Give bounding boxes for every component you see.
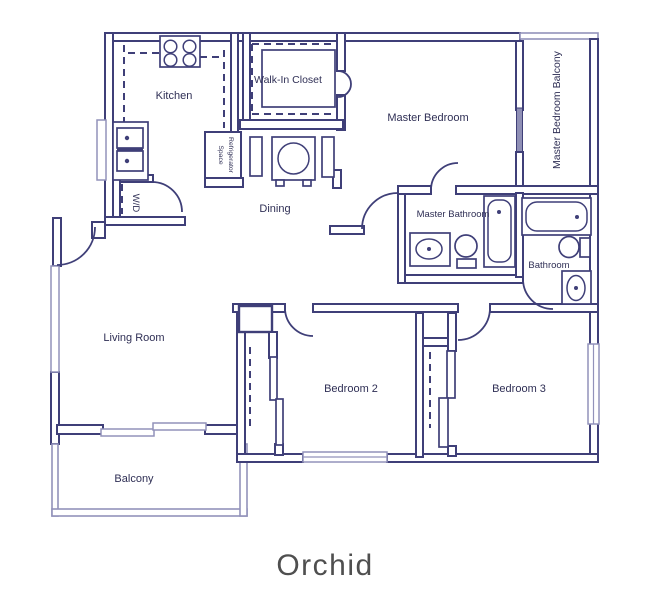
wall-segment [515,40,524,111]
wall-segment [236,453,304,463]
wall-segment [447,445,457,457]
balcony-slider-panel [152,422,207,431]
wall-segment [56,424,104,435]
wall-segment [112,174,121,223]
wall-segment [51,508,248,517]
doors [56,70,554,341]
plan-title: Orchid [276,549,373,582]
wall-segment [51,443,59,517]
wall-segment [336,32,346,72]
wall-segment [404,274,524,284]
master-bath-vanity [409,232,451,267]
wall-segment [515,151,524,189]
balcony-slider-door [516,107,523,155]
wall-segment [447,312,457,352]
master-bath-toilet [454,234,478,269]
living-room-label: Living Room [103,332,164,344]
wall-segment [329,225,365,235]
dashed-lines [121,43,431,430]
entry-door-leaf [52,217,62,267]
kitchen-window [96,119,107,181]
windows [50,119,600,463]
bedroom3-label: Bedroom 3 [492,383,546,395]
stove [159,35,201,68]
bedroom3-closet-doors [438,350,456,448]
room-labels: Kitchen Walk-In Closet Master Bedroom Ma… [103,50,569,485]
wall-segment [415,312,424,458]
walls [50,32,599,517]
living-room-window [50,265,60,373]
bedroom2-label: Bedroom 2 [324,383,378,395]
wall-segment [397,185,432,195]
hall-cabinet [237,304,274,334]
wall-segment [268,331,278,359]
wall-segment [312,303,459,313]
master-bathroom-label: Master Bathroom [417,209,490,220]
wall-segment [230,32,239,133]
master-bedroom-balcony-label: Master Bedroom Balcony [551,50,563,169]
dining-label: Dining [259,203,290,215]
bedroom3-door-arc [457,307,491,341]
refrigerator-space-box [204,131,242,179]
dining-table [249,136,335,187]
walk-in-closet-door-arc [337,70,352,98]
bedroom2-door-arc [284,307,314,337]
wd-door-arc [151,181,183,213]
master-bathroom-door-arc [430,162,459,191]
refrigerator-label-line1: Refrigerator [227,137,234,174]
wall-segment [397,193,406,284]
balcony-slider-panel [100,428,155,437]
wall-segment [104,216,186,226]
master-bedroom-door-arc [361,192,399,230]
balcony-label: Balcony [114,473,154,485]
walk-in-closet-shelf [261,49,336,108]
entry-door-arc [56,226,96,266]
bath-sink [561,270,592,305]
wall-segment [242,32,251,129]
refrigerator-label-line2: Space [217,145,224,164]
bath-toilet [558,235,591,259]
wall-segment [239,119,344,130]
wall-segment [455,185,599,195]
master-bedroom-label: Master Bedroom [387,112,468,124]
wall-segment [204,177,244,188]
bathroom-door-arc [522,278,554,310]
kitchen-sink [112,121,149,181]
bathroom-label: Bathroom [528,260,569,271]
walk-in-closet-label: Walk-In Closet [254,74,322,86]
wd-label: W/D [130,194,141,213]
wall-segment [519,32,599,40]
wall-segment [422,337,449,347]
wall-segment [332,169,342,189]
master-bath-tub [483,195,516,268]
kitchen-label: Kitchen [156,90,193,102]
bedroom2-closet-doors [269,356,284,446]
bath-tub [521,197,592,236]
